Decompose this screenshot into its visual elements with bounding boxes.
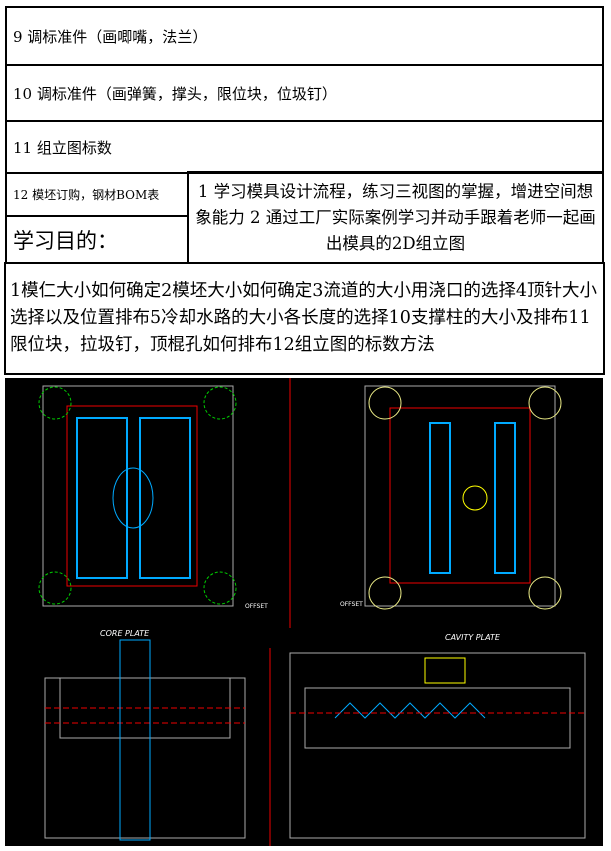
row-text: 9 调标准件（画唧嘴，法兰） (13, 27, 208, 46)
row-text: 10 调标准件（画弹簧，撑头，限位块，位圾钉） (13, 84, 337, 103)
row-11: 11 组立图标数 (5, 120, 604, 174)
row-text: 11 组立图标数 (13, 138, 112, 157)
cavity-plate-outline (364, 385, 556, 607)
content-text: 1模仁大小如何确定2模坯大小如何确定3流道的大小用浇口的选择4顶针大小选择以及位… (10, 281, 598, 355)
cad-drawing-svg: CORE PLATE CAVITY PLATE OFFSET OFFSET (38, 378, 586, 846)
row-12: 12 模坯订购，钢材BOM表 (5, 172, 189, 217)
row-9: 9 调标准件（画唧嘴，法兰） (5, 6, 604, 66)
row-text: 12 模坯订购，钢材BOM表 (13, 188, 160, 202)
offset-label: OFFSET (245, 603, 268, 610)
purpose-label-text: 学习目的： (13, 228, 118, 253)
core-plate-outline (42, 385, 234, 607)
core-plate-label: CORE PLATE (100, 629, 150, 638)
mold-drawing: CORE PLATE CAVITY PLATE OFFSET OFFSET (5, 378, 603, 846)
content-box: 1模仁大小如何确定2模坯大小如何确定3流道的大小用浇口的选择4顶针大小选择以及位… (4, 262, 605, 375)
cavity-plate-label: CAVITY PLATE (445, 633, 501, 642)
purpose-text: 1 学习模具设计流程，练习三视图的掌握，增进空间想象能力 2 通过工厂实际案例学… (195, 181, 596, 253)
row-10: 10 调标准件（画弹簧，撑头，限位块，位圾钉） (5, 64, 604, 122)
purpose-text-cell: 1 学习模具设计流程，练习三视图的掌握，增进空间想象能力 2 通过工厂实际案例学… (187, 171, 604, 264)
offset-label: OFFSET (340, 601, 363, 608)
purpose-label: 学习目的： (5, 215, 189, 264)
